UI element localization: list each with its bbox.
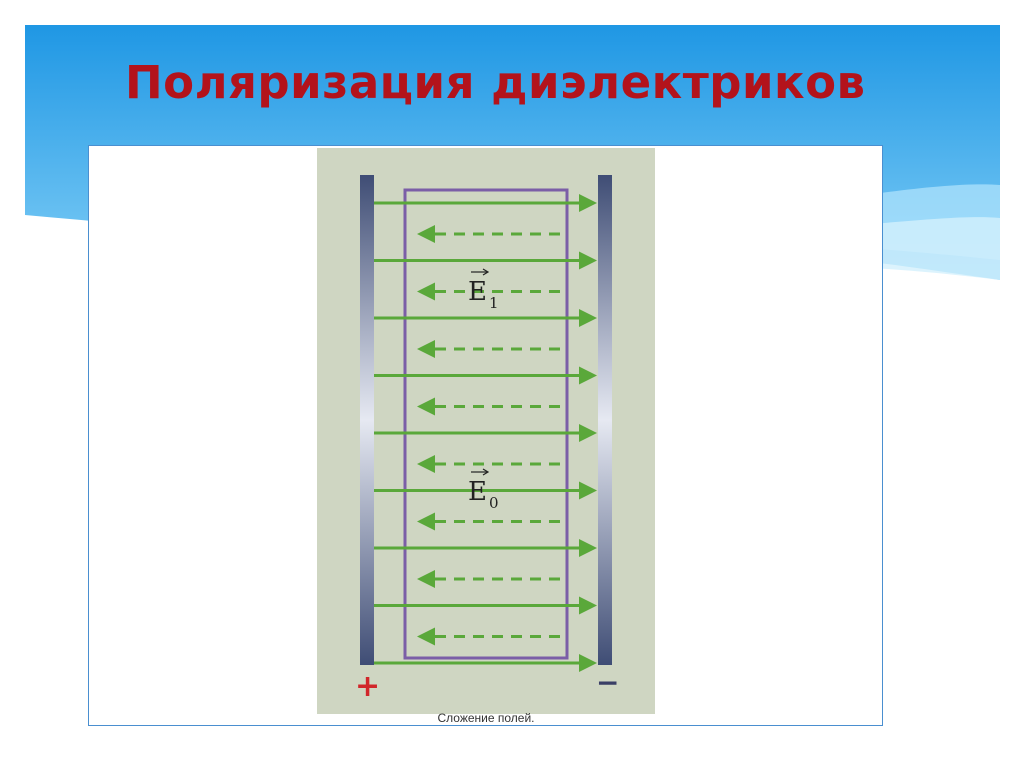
arrowhead-left: [417, 455, 435, 473]
arrowhead-right: [579, 194, 597, 212]
arrowhead-right: [579, 251, 597, 270]
arrowhead-left: [417, 225, 435, 243]
page-title: Поляризация диэлектриков: [125, 56, 866, 109]
arrowhead-right: [579, 481, 597, 500]
arrowhead-right: [579, 539, 597, 557]
external-field-lines: [374, 194, 597, 672]
dielectric-slab: [403, 188, 569, 660]
arrowhead-left: [417, 627, 435, 646]
figure-caption: Сложение полей.: [437, 711, 535, 725]
arrowhead-right: [579, 424, 597, 442]
minus-sign: −: [596, 666, 619, 699]
e0-label: E 0: [468, 468, 499, 512]
positive-plate: [360, 175, 374, 665]
arrowhead-left: [417, 570, 435, 588]
arrowhead-right: [579, 596, 597, 615]
capacitor-diagram: E 1 E 0 + −: [317, 148, 655, 714]
arrowhead-right: [579, 309, 597, 327]
e0-vector-label: E: [468, 477, 487, 507]
arrowhead-left: [417, 340, 435, 358]
arrowhead-left: [417, 512, 435, 531]
induced-field-lines: [417, 225, 560, 646]
negative-plate: [598, 175, 612, 665]
plus-sign: +: [355, 669, 380, 704]
arrowhead-right: [579, 366, 597, 385]
e1-subscript: 1: [489, 294, 499, 312]
arrowhead-left: [417, 397, 435, 416]
arrowhead-right: [579, 654, 597, 672]
e1-vector-label: E: [468, 277, 487, 307]
e0-subscript: 0: [489, 494, 499, 512]
arrowhead-left: [417, 282, 435, 301]
wave-stripe-2: [860, 217, 1000, 280]
e1-label: E 1: [468, 268, 499, 312]
